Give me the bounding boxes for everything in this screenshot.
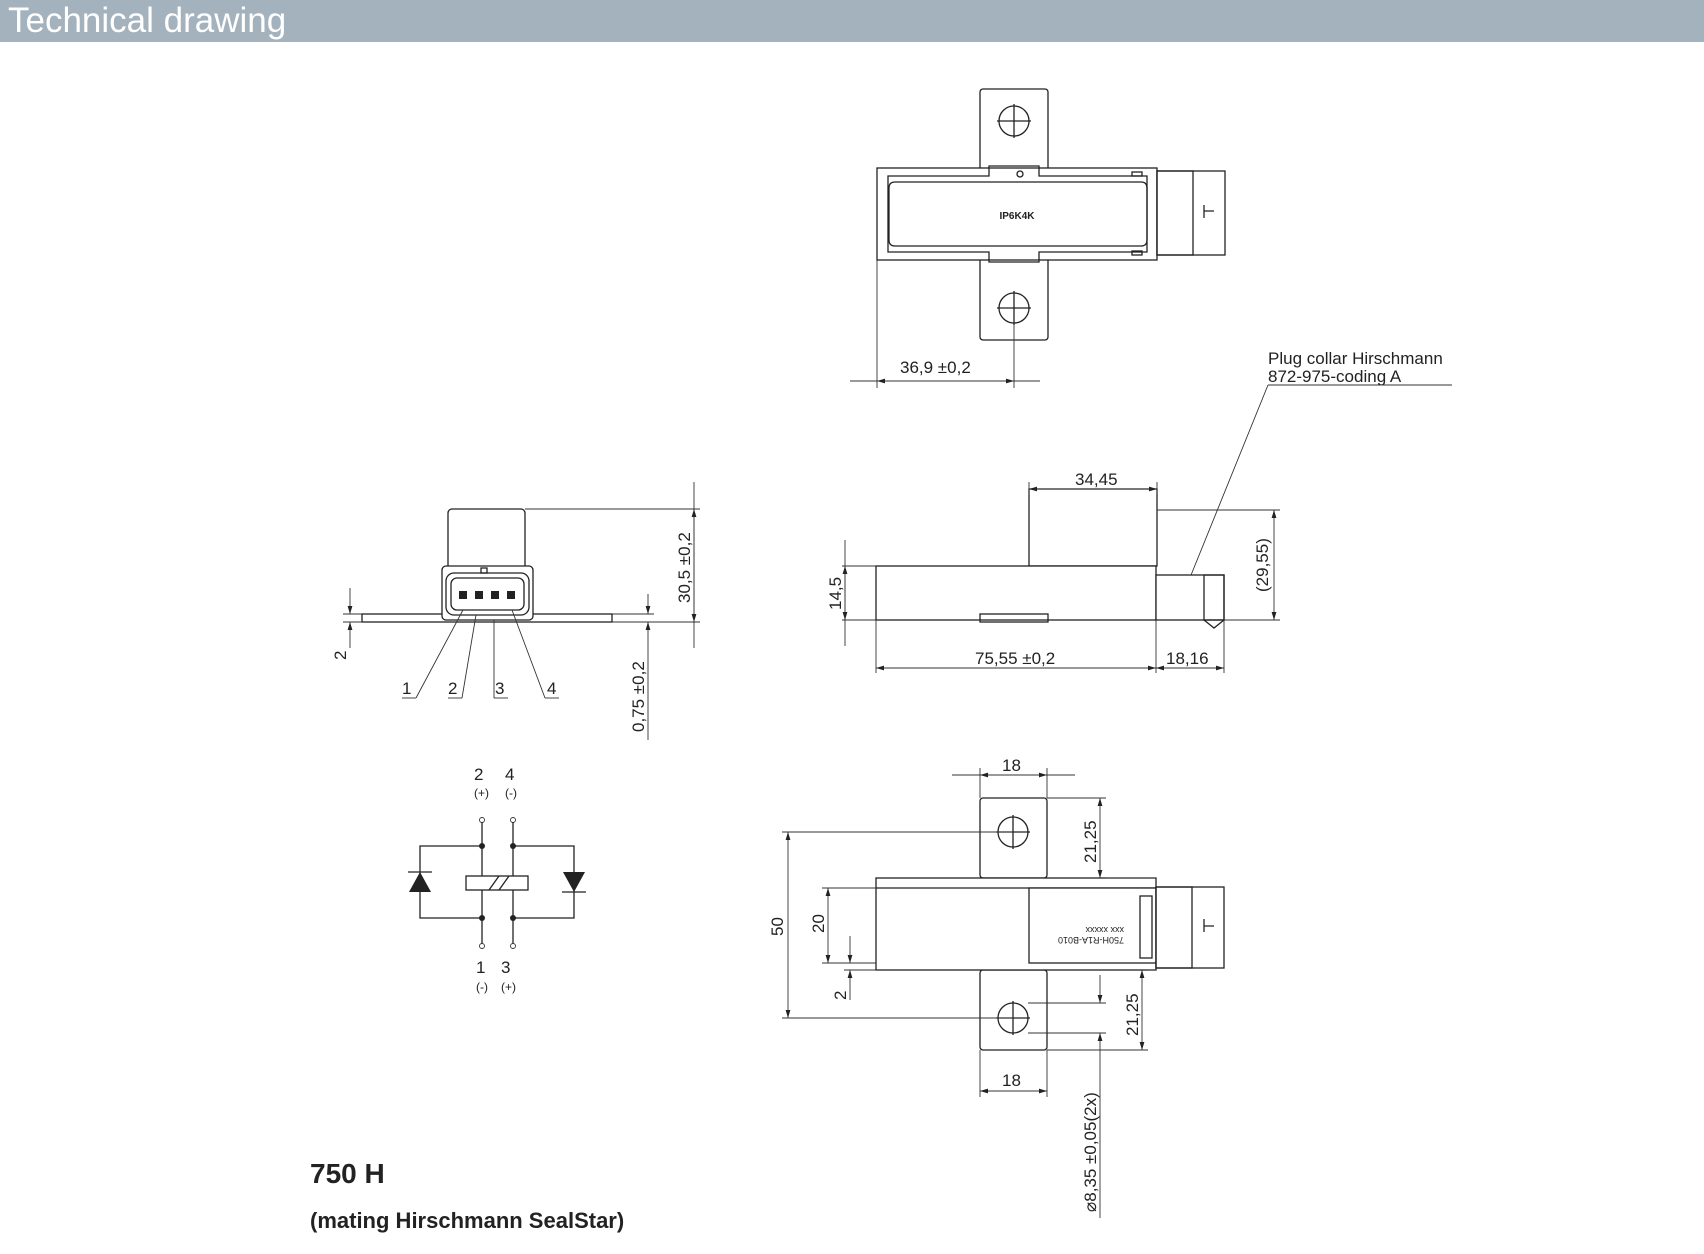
pin-label-2: 2 — [448, 679, 457, 698]
schem-pin-3-pol: (+) — [501, 980, 516, 994]
dim-side-top: 34,45 — [1075, 470, 1118, 489]
schem-pin-4: 4 — [505, 765, 514, 784]
dim-top-width: 36,9 ±0,2 — [900, 358, 971, 377]
bottom-label-line2: 750H-R1A-B010 — [1058, 935, 1124, 945]
schem-pin-1: 1 — [476, 958, 485, 977]
dim-bottom-hole: ⌀8,35 ±0,05(2x) — [1081, 1092, 1100, 1212]
dim-bottom-total: 50 — [768, 917, 787, 936]
bottom-view: xxx xxxxx 750H-R1A-B010 18 21,25 50 20 2 — [768, 756, 1225, 1218]
schem-pin-2: 2 — [474, 765, 483, 784]
pin-label-1: 1 — [402, 679, 411, 698]
bottom-label-line1: xxx xxxxx — [1085, 925, 1124, 935]
pin-label-3: 3 — [495, 679, 504, 698]
header-bar: Technical drawing — [0, 0, 1704, 42]
dim-bottom-lower-tab: 21,25 — [1123, 993, 1142, 1036]
front-view: 1 2 3 4 30,5 ±0,2 2 0,75 ±0,2 — [331, 482, 700, 740]
top-view: IP6K4K 36,9 ±0,2 — [850, 88, 1226, 388]
page-title: Technical drawing — [8, 1, 287, 40]
pin-label-4: 4 — [547, 679, 556, 698]
dim-side-right: (29,55) — [1253, 538, 1272, 592]
schem-pin-4-pol: (-) — [505, 786, 517, 800]
dim-front-flange: 2 — [331, 651, 350, 660]
callout-line1: Plug collar Hirschmann — [1268, 349, 1443, 368]
dim-bottom-gap: 2 — [831, 991, 850, 1000]
housing-marking: IP6K4K — [999, 211, 1035, 222]
schem-pin-3: 3 — [501, 958, 510, 977]
dim-bottom-upper-tab: 21,25 — [1081, 820, 1100, 863]
schem-pin-2-pol: (+) — [474, 786, 489, 800]
callout-line2: 872-975-coding A — [1268, 367, 1402, 386]
schem-pin-1-pol: (-) — [476, 980, 488, 994]
mating-note: (mating Hirschmann SealStar) — [310, 1208, 625, 1233]
dim-front-height: 30,5 ±0,2 — [675, 532, 694, 603]
dim-bottom-mid: 20 — [809, 914, 828, 933]
schematic: 2 (+) 4 (-) 1 (-) 3 (+) — [408, 765, 586, 994]
side-view: 34,45 14,5 (29,55) 75,55 ±0,2 18,16 — [826, 470, 1280, 673]
model-name: 750 H — [310, 1158, 385, 1189]
plug-collar-callout: Plug collar Hirschmann 872-975-coding A — [1186, 349, 1452, 586]
dim-front-offset: 0,75 ±0,2 — [629, 661, 648, 732]
dim-side-bottom-plug: 18,16 — [1166, 649, 1209, 668]
dim-bottom-tab-bottom: 18 — [1002, 1071, 1021, 1090]
dim-bottom-tab-top: 18 — [1002, 756, 1021, 775]
dim-side-bottom-main: 75,55 ±0,2 — [975, 649, 1055, 668]
dim-side-left: 14,5 — [826, 577, 845, 610]
